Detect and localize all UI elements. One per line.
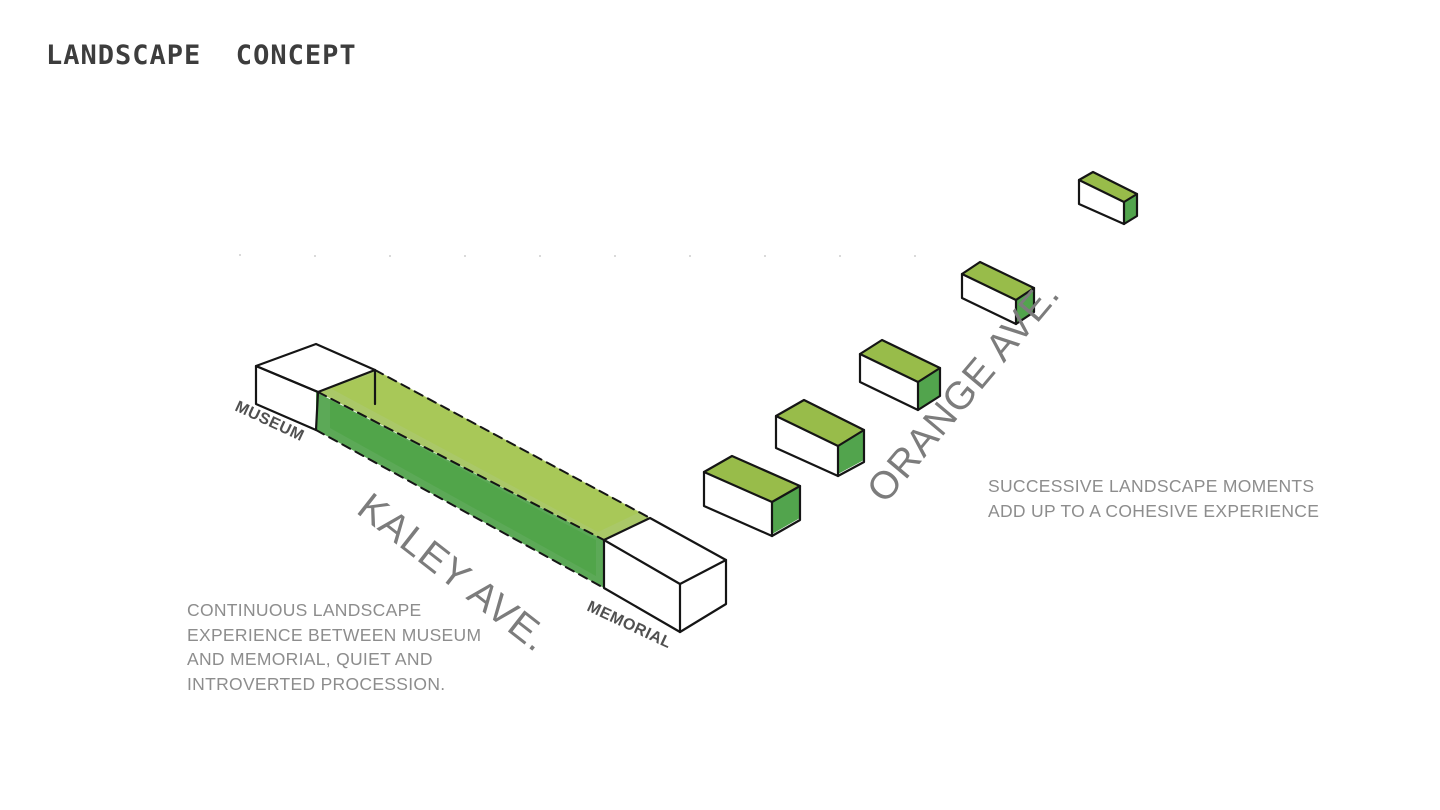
memorial-block	[602, 516, 728, 634]
landscape-moment-2	[774, 398, 866, 478]
caption-continuous: CONTINUOUS LANDSCAPE EXPERIENCE BETWEEN …	[187, 598, 481, 696]
caption-successive: SUCCESSIVE LANDSCAPE MOMENTS ADD UP TO A…	[988, 474, 1319, 523]
caption-line: INTROVERTED PROCESSION.	[187, 673, 446, 694]
landscape-moment-4	[960, 260, 1036, 326]
caption-line: EXPERIENCE BETWEEN MUSEUM	[187, 624, 482, 645]
landscape-moment-1	[702, 454, 802, 538]
caption-line: SUCCESSIVE LANDSCAPE MOMENTS	[988, 476, 1315, 496]
page-title: LANDSCAPE CONCEPT	[46, 40, 357, 71]
kaley-corridor	[315, 369, 651, 589]
horizon-dots	[239, 254, 916, 257]
caption-line: ADD UP TO A COHESIVE EXPERIENCE	[988, 500, 1320, 521]
landscape-moment-3	[858, 338, 942, 412]
landscape-moment-5	[1077, 170, 1139, 226]
caption-line: AND MEMORIAL, QUIET AND	[187, 649, 433, 669]
caption-line: CONTINUOUS LANDSCAPE	[187, 600, 422, 620]
museum-block	[254, 342, 377, 432]
